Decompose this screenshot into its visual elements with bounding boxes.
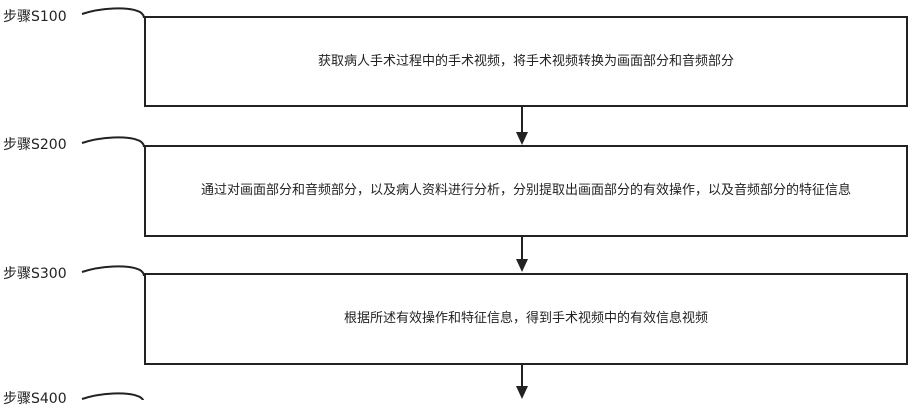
step-text-s200: 通过对画面部分和音频部分，以及病人资料进行分析，分别提取出画面部分的有效操作，以… [200,183,851,198]
step-label-s300: 步骤S300 [3,266,67,282]
leader-line-s300 [81,265,145,277]
leader-line-s400 [81,392,145,400]
step-label-s400: 步骤S400 [3,391,67,407]
arrowhead-s200 [516,132,528,145]
leader-line-s100 [81,7,145,19]
step-label-s200: 步骤S200 [3,137,67,153]
step-box-s300: 根据所述有效操作和特征信息，得到手术视频中的有效信息视频 [144,273,908,365]
step-text-s100: 获取病人手术过程中的手术视频，将手术视频转换为画面部分和音频部分 [317,53,734,69]
leader-line-s200 [81,136,145,148]
step-box-s100: 获取病人手术过程中的手术视频，将手术视频转换为画面部分和音频部分 [144,16,908,107]
step-box-s200: 通过对画面部分和音频部分，以及病人资料进行分析，分别提取出画面部分的有效操作，以… [144,145,908,237]
arrowhead-s400 [516,386,528,399]
arrowhead-s300 [516,259,528,272]
step-label-s100: 步骤S100 [3,9,67,25]
step-text-s300: 根据所述有效操作和特征信息，得到手术视频中的有效信息视频 [343,311,708,326]
